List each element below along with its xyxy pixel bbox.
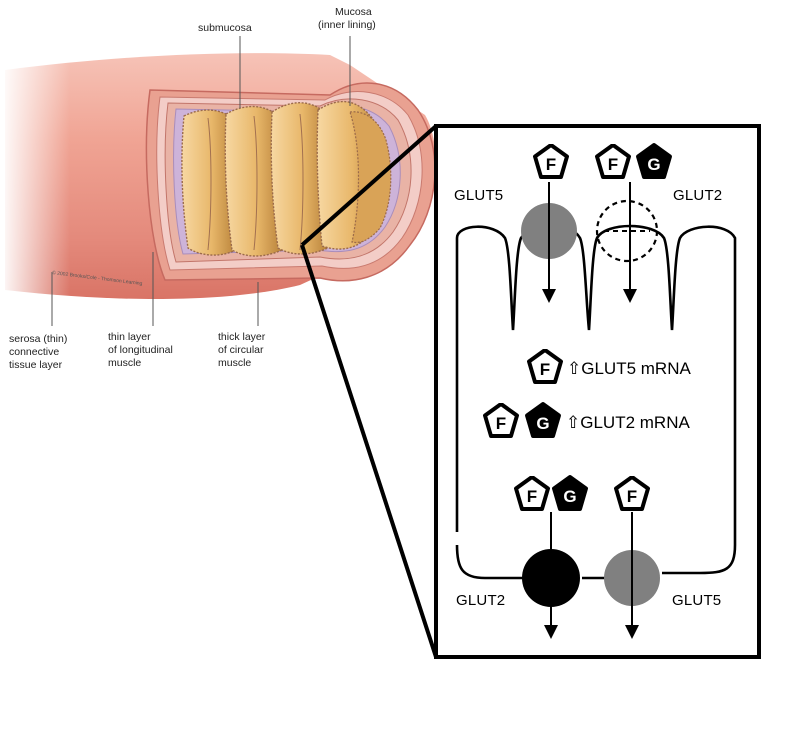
label-longitudinal-3: muscle: [108, 357, 141, 369]
glucose-icon-bottom: G: [552, 475, 588, 511]
glucose-icon-mrna-glut2: G: [525, 402, 561, 438]
label-serosa-3: tissue layer: [9, 359, 63, 371]
fructose-icon-bottom-right: F: [614, 476, 650, 511]
label-glut2-apical: GLUT2: [673, 187, 722, 204]
callout-line-bottom: [300, 244, 438, 658]
svg-text:F: F: [527, 487, 537, 506]
label-longitudinal-2: of longitudinal: [108, 344, 173, 356]
label-serosa: serosa (thin): [9, 333, 67, 345]
svg-text:F: F: [540, 360, 550, 379]
label-glut5-apical: GLUT5: [454, 187, 503, 204]
fructose-icon-top-right: F: [595, 144, 631, 179]
label-glut5-mrna: ⇧GLUT5 mRNA: [567, 359, 691, 378]
label-mucosa: Mucosa: [335, 6, 372, 18]
intestine-illustration: submucosa Mucosa (inner lining) serosa (…: [0, 6, 436, 371]
glut2-apical-transporter: [595, 199, 659, 263]
callout-line-top: [300, 124, 438, 247]
svg-text:F: F: [546, 155, 556, 174]
fructose-icon-bottom-left: F: [514, 476, 550, 511]
glucose-icon-top: G: [636, 143, 672, 179]
enterocyte-panel: [434, 124, 761, 659]
label-circular-2: of circular: [218, 344, 264, 356]
svg-text:F: F: [608, 155, 618, 174]
label-submucosa: submucosa: [198, 22, 252, 34]
label-longitudinal: thin layer: [108, 331, 151, 343]
label-circular: thick layer: [218, 331, 266, 343]
svg-text:G: G: [647, 155, 660, 174]
label-mucosa-sub: (inner lining): [318, 19, 376, 31]
label-glut5-basolateral: GLUT5: [672, 592, 721, 609]
fructose-icon-top-left: F: [533, 144, 569, 179]
svg-text:G: G: [536, 414, 549, 433]
svg-text:G: G: [563, 487, 576, 506]
fructose-icon-mrna-glut2: F: [483, 403, 519, 438]
label-glut2-mrna: ⇧GLUT2 mRNA: [566, 413, 690, 432]
svg-text:F: F: [496, 414, 506, 433]
label-circular-3: muscle: [218, 357, 251, 369]
mucosa-folds: [181, 100, 392, 257]
fructose-icon-mrna-glut5: F: [527, 349, 563, 384]
label-glut2-basolateral: GLUT2: [456, 592, 505, 609]
cell-membrane: [455, 224, 737, 580]
svg-text:F: F: [627, 487, 637, 506]
label-serosa-2: connective: [9, 346, 59, 358]
